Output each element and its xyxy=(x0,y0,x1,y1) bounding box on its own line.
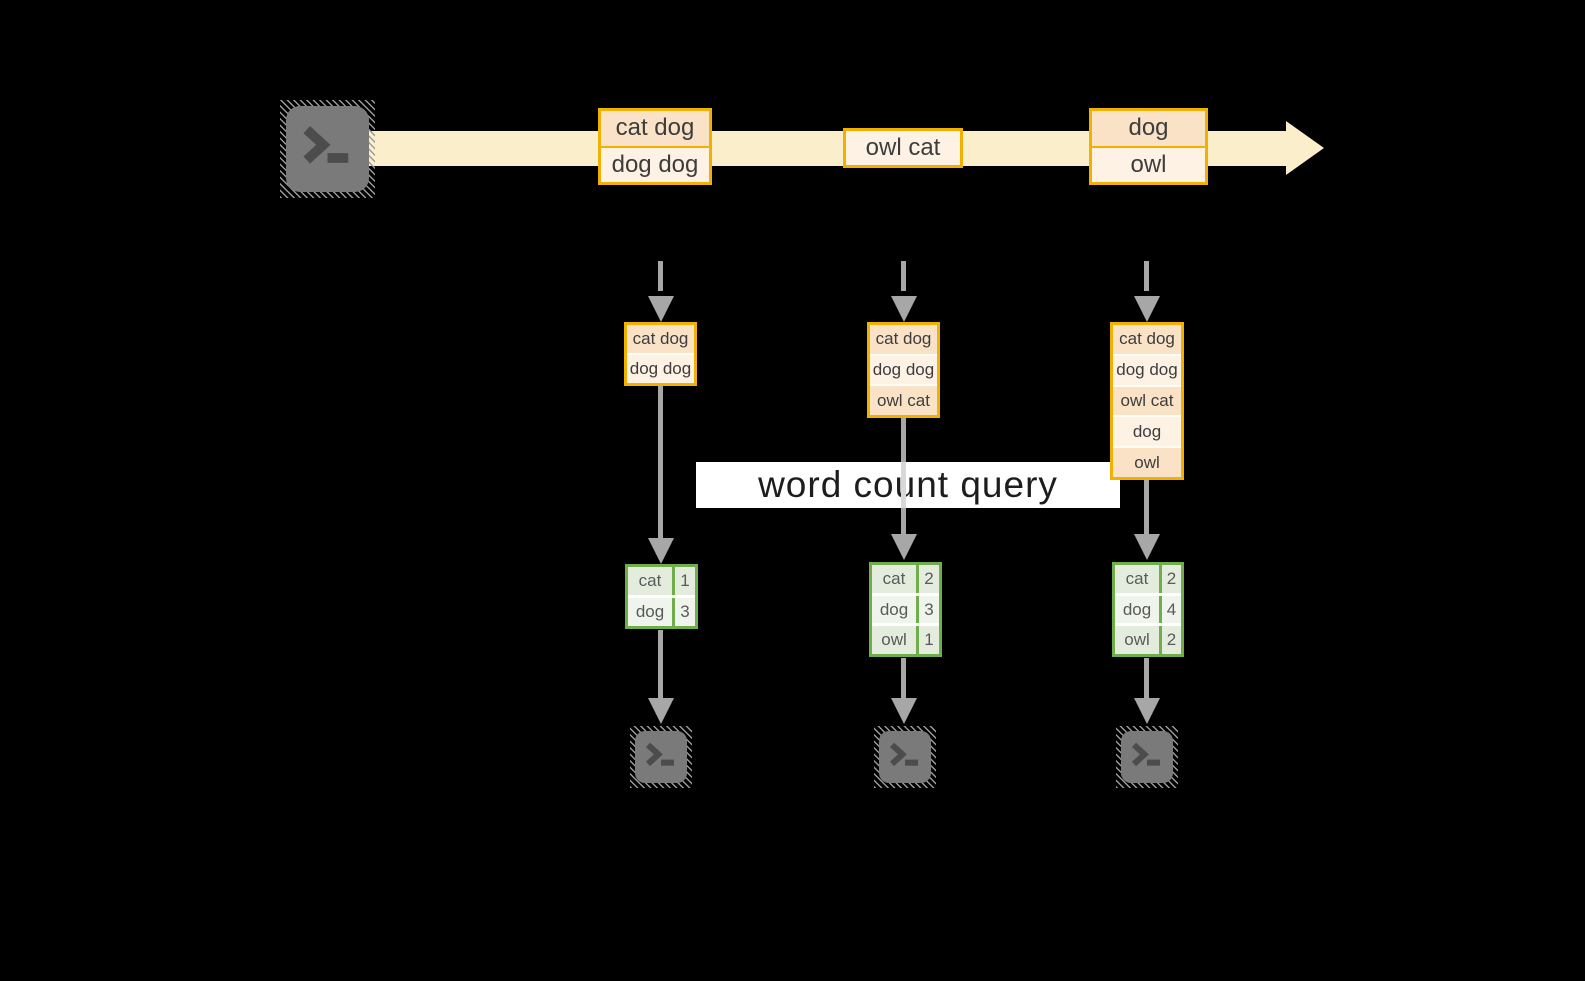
ingest-arrow-shaft xyxy=(658,261,663,291)
table-row: dog 3 xyxy=(628,598,695,626)
state-buffer-3: cat dog dog dog owl cat dog owl xyxy=(1110,322,1184,480)
column-divider xyxy=(1159,626,1162,655)
count-cell: 1 xyxy=(919,626,939,655)
column-divider xyxy=(672,567,675,595)
table-row: owl 1 xyxy=(872,626,939,655)
stream-record: cat dog xyxy=(601,111,709,146)
state-record: dog dog xyxy=(870,353,937,385)
sink-terminal-icon xyxy=(1116,726,1178,788)
table-row: dog 4 xyxy=(1115,595,1181,624)
stream-record: owl xyxy=(1092,145,1205,182)
sink-arrow-shaft xyxy=(1144,658,1149,698)
count-table-3: cat 2 dog 4 owl 2 xyxy=(1112,562,1184,657)
word-cell: owl xyxy=(1115,626,1159,655)
table-row: cat 2 xyxy=(1115,565,1181,593)
ingest-arrow-shaft xyxy=(901,261,906,291)
count-cell: 3 xyxy=(919,595,939,624)
state-record: cat dog xyxy=(870,325,937,354)
word-cell: cat xyxy=(628,567,672,595)
stream-batch-1: cat dog dog dog xyxy=(598,108,712,185)
state-buffer-1: cat dog dog dog xyxy=(624,322,697,386)
table-row: cat 1 xyxy=(628,567,695,595)
prompt-glyph-icon xyxy=(303,126,349,164)
word-cell: dog xyxy=(1115,595,1159,624)
count-cell: 3 xyxy=(675,598,695,626)
word-cell: dog xyxy=(872,595,916,624)
ingest-arrow-shaft xyxy=(1144,261,1149,291)
table-row: owl 2 xyxy=(1115,626,1181,655)
terminal-screen xyxy=(879,731,931,783)
down-arrow-icon xyxy=(1134,296,1160,322)
down-arrow-icon xyxy=(891,698,917,724)
column-divider xyxy=(916,595,919,624)
stream-record: dog xyxy=(1092,111,1205,146)
word-cell: dog xyxy=(628,598,672,626)
column-divider xyxy=(916,626,919,655)
query-label-band: word count query xyxy=(696,462,1120,508)
sink-terminal-icon xyxy=(630,726,692,788)
down-arrow-icon xyxy=(891,296,917,322)
down-arrow-icon xyxy=(1134,698,1160,724)
down-arrow-icon xyxy=(648,698,674,724)
prompt-glyph-icon xyxy=(645,742,674,767)
stream-record: owl cat xyxy=(846,131,960,165)
count-cell: 2 xyxy=(1162,565,1181,593)
count-table-1: cat 1 dog 3 xyxy=(625,564,698,629)
state-buffer-2: cat dog dog dog owl cat xyxy=(867,322,940,418)
word-cell: cat xyxy=(872,565,916,593)
prompt-glyph-icon xyxy=(1131,742,1160,767)
query-label: word count query xyxy=(758,464,1058,505)
sink-arrow-shaft xyxy=(658,630,663,698)
table-row: dog 3 xyxy=(872,595,939,624)
terminal-screen xyxy=(286,106,369,192)
count-cell: 2 xyxy=(1162,626,1181,655)
state-record: cat dog xyxy=(1113,325,1181,354)
down-arrow-icon xyxy=(1134,534,1160,560)
count-cell: 1 xyxy=(675,567,695,595)
terminal-screen xyxy=(1121,731,1173,783)
state-record: owl cat xyxy=(870,384,937,416)
query-arrow-shaft xyxy=(658,386,663,538)
prompt-glyph-icon xyxy=(889,742,918,767)
terminal-screen xyxy=(635,731,687,783)
sink-terminal-icon xyxy=(874,726,936,788)
state-record: dog dog xyxy=(1113,353,1181,385)
query-arrow-shaft-overlap xyxy=(901,462,906,508)
word-cell: owl xyxy=(872,626,916,655)
column-divider xyxy=(1159,595,1162,624)
query-arrow-shaft xyxy=(1144,480,1149,534)
word-cell: cat xyxy=(1115,565,1159,593)
stream-record: dog dog xyxy=(601,145,709,182)
count-cell: 4 xyxy=(1162,595,1181,624)
column-divider xyxy=(672,598,675,626)
table-row: cat 2 xyxy=(872,565,939,593)
state-record: cat dog xyxy=(627,325,694,353)
state-record: owl xyxy=(1113,446,1181,477)
down-arrow-icon xyxy=(891,534,917,560)
state-record: dog dog xyxy=(627,353,694,383)
down-arrow-icon xyxy=(648,538,674,564)
down-arrow-icon xyxy=(648,296,674,322)
column-divider xyxy=(916,565,919,593)
stream-batch-3: dog owl xyxy=(1089,108,1208,185)
state-record: dog xyxy=(1113,415,1181,447)
count-cell: 2 xyxy=(919,565,939,593)
stream-arrowhead-icon xyxy=(1286,121,1324,175)
sink-arrow-shaft xyxy=(901,658,906,698)
count-table-2: cat 2 dog 3 owl 1 xyxy=(869,562,942,657)
column-divider xyxy=(1159,565,1162,593)
stream-batch-2: owl cat xyxy=(843,128,963,168)
state-record: owl cat xyxy=(1113,384,1181,416)
source-terminal-icon xyxy=(280,100,375,198)
